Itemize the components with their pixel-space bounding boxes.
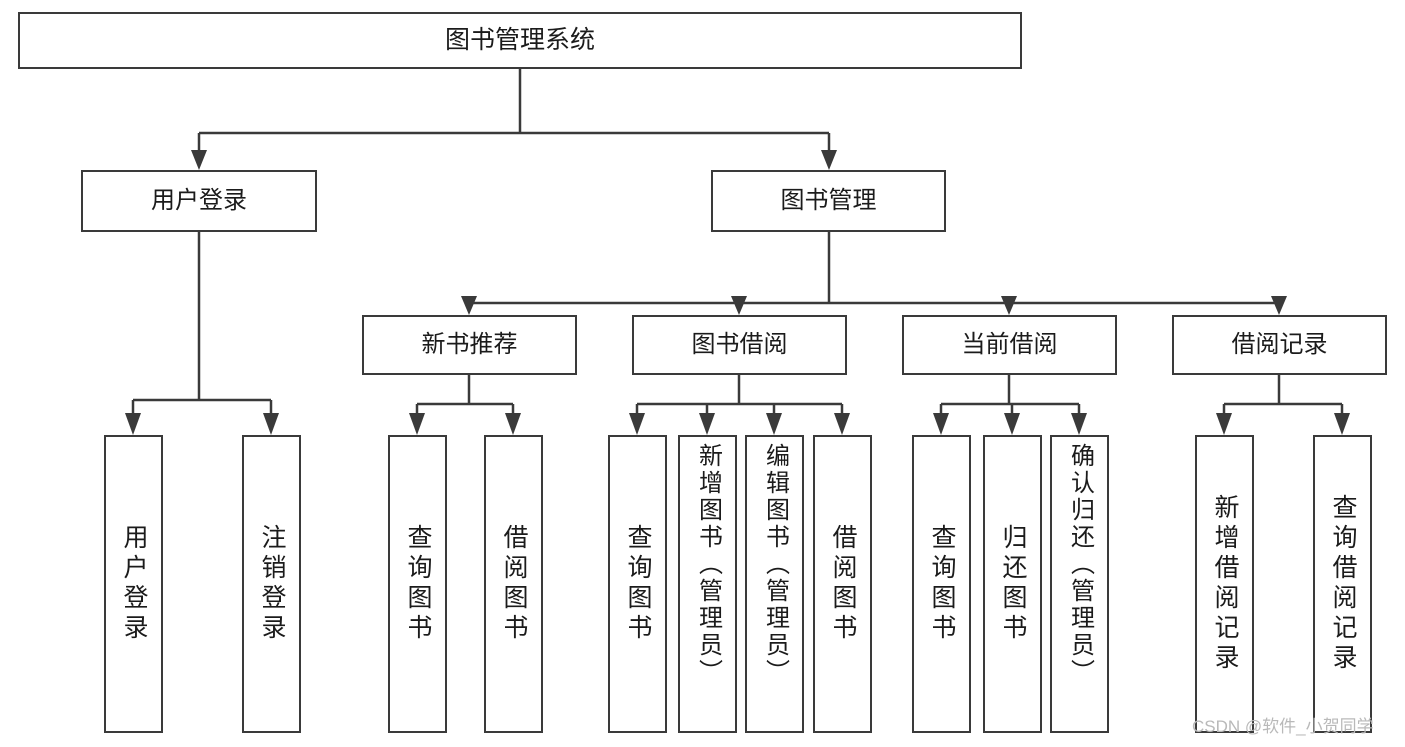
arrowhead-leaf-12: [1216, 413, 1232, 435]
arrowhead-user-login: [191, 150, 207, 170]
node-current-borrow[interactable]: 当前借阅: [902, 315, 1117, 375]
arrowhead-new-rec: [461, 296, 477, 315]
arrowhead-leaf-4: [505, 413, 521, 435]
arrowhead-leaf-5: [629, 413, 645, 435]
arrowhead-current: [1001, 296, 1017, 315]
leaf-node-query-book-2[interactable]: 查询图书: [608, 435, 667, 733]
arrowhead-leaf-3: [409, 413, 425, 435]
arrowhead-borrow: [731, 296, 747, 315]
leaf-node-borrow-book-2-label: 借阅图书: [829, 524, 857, 644]
leaf-node-edit-book-admin[interactable]: 编辑图书（管理员）: [745, 435, 804, 733]
leaf-node-add-book-admin[interactable]: 新增图书（管理员）: [678, 435, 737, 733]
node-root[interactable]: 图书管理系统: [18, 12, 1022, 69]
leaf-node-query-borrow-record-label: 查询借阅记录: [1329, 494, 1357, 674]
node-user-login[interactable]: 用户登录: [81, 170, 317, 232]
leaf-node-logout[interactable]: 注销登录: [242, 435, 301, 733]
leaf-node-add-borrow-record-label: 新增借阅记录: [1211, 494, 1239, 674]
arrowhead-leaf-6: [699, 413, 715, 435]
arrowhead-leaf-8: [834, 413, 850, 435]
leaf-node-edit-book-admin-label: 编辑图书（管理员）: [761, 443, 789, 686]
arrowhead-leaf-9: [933, 413, 949, 435]
leaf-node-borrow-book-2[interactable]: 借阅图书: [813, 435, 872, 733]
node-new-book-recommend-label: 新书推荐: [421, 330, 518, 358]
leaf-node-borrow-book-1[interactable]: 借阅图书: [484, 435, 543, 733]
leaf-node-user-login[interactable]: 用户登录: [104, 435, 163, 733]
node-book-manage-label: 图书管理: [780, 186, 877, 214]
node-user-login-label: 用户登录: [151, 186, 247, 214]
node-current-borrow-label: 当前借阅: [961, 330, 1058, 358]
arrowhead-leaf-7: [766, 413, 782, 435]
leaf-node-return-book[interactable]: 归还图书: [983, 435, 1042, 733]
leaf-node-query-book-3-label: 查询图书: [928, 524, 956, 644]
leaf-node-borrow-book-1-label: 借阅图书: [500, 524, 528, 644]
node-book-manage[interactable]: 图书管理: [711, 170, 946, 232]
arrowhead-book-manage: [821, 150, 837, 170]
arrowhead-leaf-11: [1071, 413, 1087, 435]
node-new-book-recommend[interactable]: 新书推荐: [362, 315, 577, 375]
leaf-node-query-book-1[interactable]: 查询图书: [388, 435, 447, 733]
leaf-node-add-borrow-record[interactable]: 新增借阅记录: [1195, 435, 1254, 733]
arrowhead-leaf-13: [1334, 413, 1350, 435]
leaf-node-confirm-return-admin[interactable]: 确认归还（管理员）: [1050, 435, 1109, 733]
arrowhead-leaf-10: [1004, 413, 1020, 435]
leaf-node-query-borrow-record[interactable]: 查询借阅记录: [1313, 435, 1372, 733]
arrowhead-history: [1271, 296, 1287, 315]
leaf-node-add-book-admin-label: 新增图书（管理员）: [694, 443, 722, 686]
leaf-node-query-book-3[interactable]: 查询图书: [912, 435, 971, 733]
node-borrow-history[interactable]: 借阅记录: [1172, 315, 1387, 375]
arrowhead-leaf-1: [125, 413, 141, 435]
leaf-node-return-book-label: 归还图书: [999, 524, 1027, 644]
leaf-node-confirm-return-admin-label: 确认归还（管理员）: [1066, 443, 1094, 686]
node-borrow-history-label: 借阅记录: [1231, 330, 1328, 358]
leaf-node-query-book-1-label: 查询图书: [404, 524, 432, 644]
leaf-node-query-book-2-label: 查询图书: [624, 524, 652, 644]
node-book-borrow[interactable]: 图书借阅: [632, 315, 847, 375]
leaf-node-logout-label: 注销登录: [258, 524, 286, 644]
leaf-node-user-login-label: 用户登录: [120, 524, 148, 644]
arrowhead-leaf-2: [263, 413, 279, 435]
node-book-borrow-label: 图书借阅: [691, 330, 788, 358]
node-root-label: 图书管理系统: [444, 25, 595, 54]
